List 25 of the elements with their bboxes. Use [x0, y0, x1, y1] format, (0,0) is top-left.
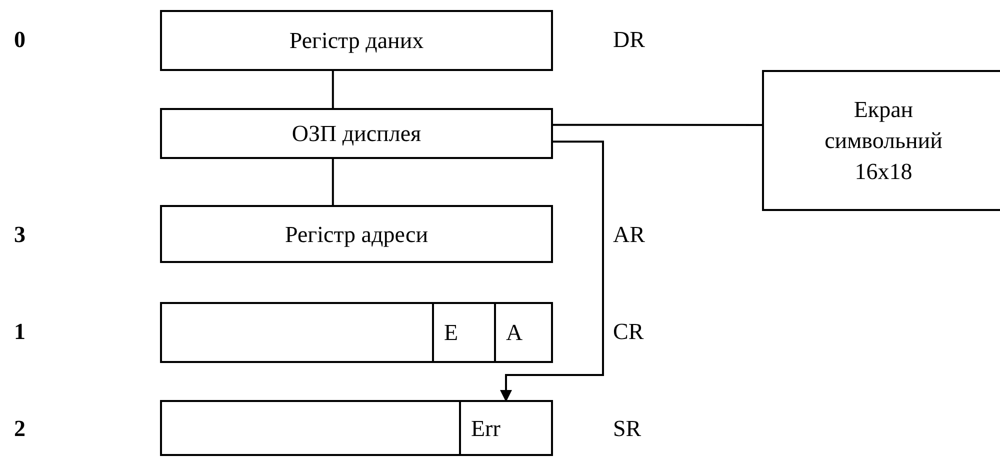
register-box [160, 205, 553, 263]
arrow [500, 140, 604, 402]
register-number: 3 [14, 222, 26, 248]
connector-line [553, 124, 762, 126]
register-number: 0 [14, 27, 26, 53]
register-number: 1 [14, 319, 26, 345]
node-label: Err [471, 414, 500, 442]
register-box [160, 10, 553, 71]
node-label: E [444, 319, 458, 347]
node-label: Екран символьний 16x18 [824, 96, 944, 186]
register-box [160, 108, 553, 159]
node-label: A [506, 319, 523, 347]
register-number: 2 [14, 416, 26, 442]
node-label: ОЗП дисплея [292, 120, 422, 148]
register-name: SR [613, 416, 642, 442]
connector-line [332, 71, 334, 108]
node-label: Регістр адреси [284, 220, 428, 249]
register-name: CR [613, 319, 644, 345]
register-box [160, 400, 553, 456]
register-name: DR [613, 27, 645, 53]
register-name: AR [613, 222, 645, 248]
display-box [762, 70, 1000, 211]
register-box [160, 302, 553, 363]
node-label: Регістр даних [289, 27, 424, 55]
connector-line [332, 159, 334, 205]
